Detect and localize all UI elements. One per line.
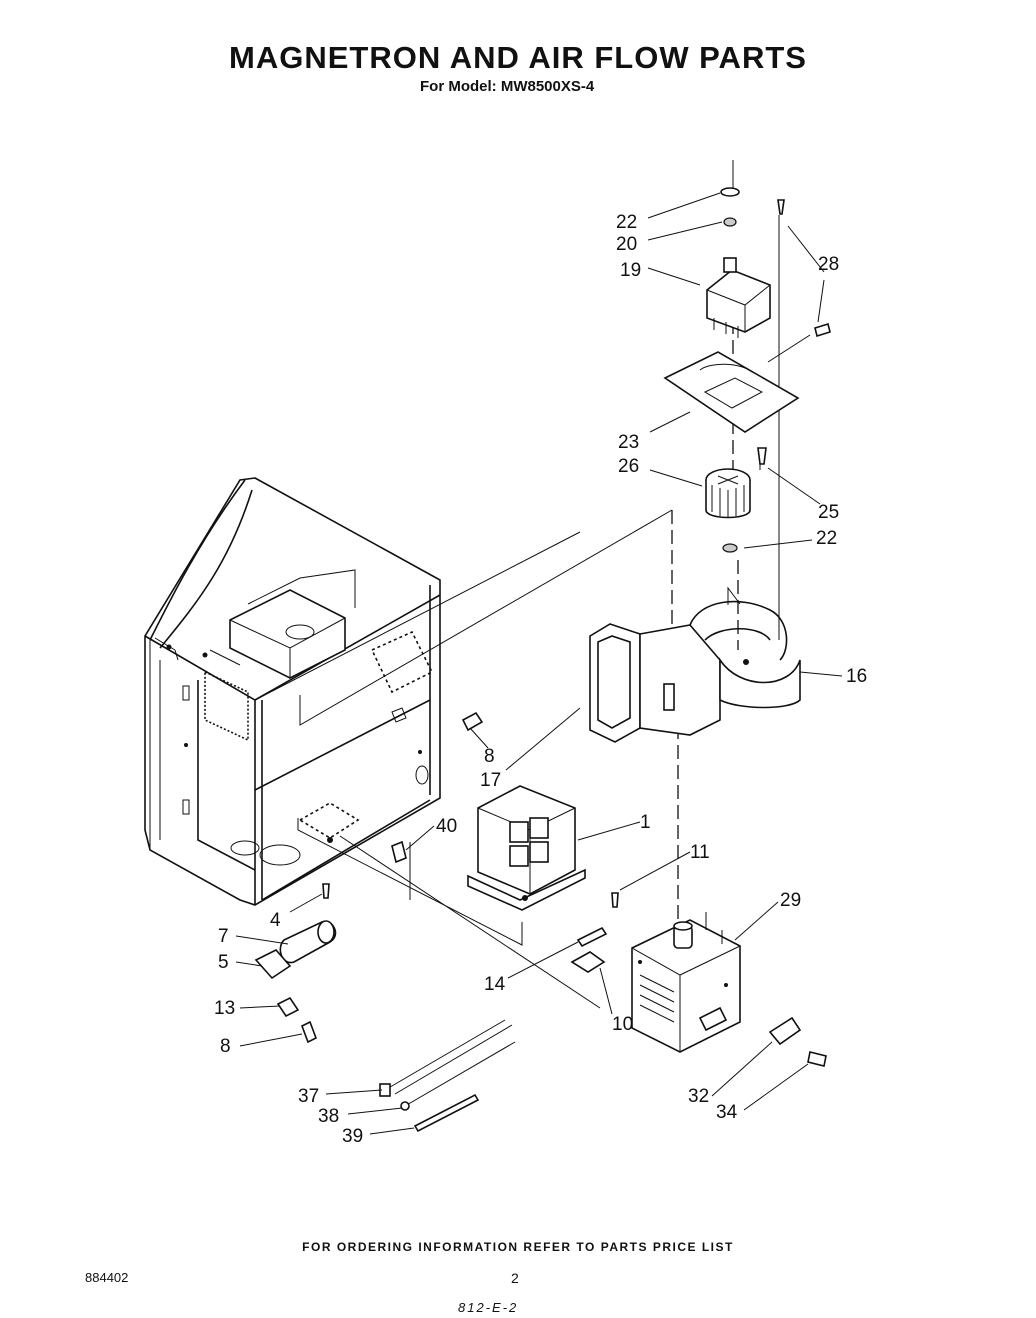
- document-id: 884402: [85, 1270, 129, 1285]
- callout-23: 23: [618, 432, 639, 453]
- callout-14: 14: [484, 974, 506, 995]
- callout-28: 28: [818, 254, 839, 275]
- callout-38: 38: [318, 1106, 339, 1127]
- callout-40: 40: [436, 816, 457, 837]
- callout-13: 13: [214, 998, 235, 1019]
- callout-16: 16: [846, 666, 867, 687]
- magnetron: [631, 912, 827, 1067]
- callout-20: 20: [616, 234, 637, 255]
- callout-numbers: 22 20 19 28 23 26 25 22 16 8 17 40 1 11 …: [214, 212, 867, 1147]
- callout-17: 17: [480, 770, 501, 791]
- callout-22: 22: [616, 212, 637, 233]
- ordering-info-footer: FOR ORDERING INFORMATION REFER TO PARTS …: [302, 1240, 734, 1254]
- page-number: 2: [511, 1270, 519, 1286]
- air-duct: [589, 586, 801, 743]
- callout-39: 39: [342, 1126, 363, 1147]
- oven-cabinet: [144, 477, 441, 906]
- thermal-cutout-parts: [663, 187, 831, 553]
- callout-1: 1: [640, 812, 651, 833]
- callout-4: 4: [270, 910, 281, 931]
- callout-7: 7: [218, 926, 229, 947]
- callout-11: 11: [690, 842, 710, 863]
- handwritten-note: 812-E-2: [458, 1300, 519, 1315]
- leader-lines: [235, 192, 843, 1135]
- callout-26: 26: [618, 456, 639, 477]
- callout-32: 32: [688, 1086, 709, 1107]
- model-subtitle: For Model: MW8500XS-4: [420, 78, 595, 95]
- projection-lines: [254, 160, 811, 1009]
- callout-8: 8: [484, 746, 495, 767]
- page-title: MAGNETRON AND AIR FLOW PARTS: [229, 40, 807, 75]
- callout-10: 10: [612, 1014, 633, 1035]
- callout-5: 5: [218, 952, 229, 973]
- callout-34: 34: [716, 1102, 738, 1123]
- callout-25: 25: [818, 502, 839, 523]
- callout-8-lower: 8: [220, 1036, 231, 1057]
- callout-19: 19: [620, 260, 641, 281]
- transformer: [467, 785, 586, 911]
- callout-37: 37: [298, 1086, 319, 1107]
- small-hardware: [254, 711, 619, 1133]
- callout-22-lower: 22: [816, 528, 837, 549]
- callout-29: 29: [780, 890, 801, 911]
